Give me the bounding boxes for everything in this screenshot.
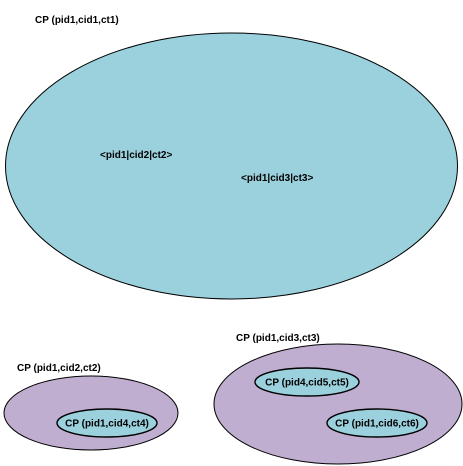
right-cp-label: CP (pid1,cid3,ct3) bbox=[236, 333, 320, 344]
left-cp-child-label: CP (pid1,cid4,ct4) bbox=[65, 419, 149, 430]
top-cp-ellipse bbox=[5, 32, 458, 300]
left-cp-child-ellipse bbox=[56, 408, 158, 438]
right-cp-child-label-1: CP (pid4,cid5,ct5) bbox=[265, 378, 349, 389]
right-cp-child-ellipse-2 bbox=[326, 408, 428, 438]
top-cp-label: CP (pid1,cid1,ct1) bbox=[35, 15, 119, 26]
right-cp-ellipse bbox=[213, 343, 463, 465]
right-cp-child-label-2: CP (pid1,cid6,ct6) bbox=[335, 419, 419, 430]
top-cp-entry-1: <pid1|cid2|ct2> bbox=[100, 150, 172, 161]
top-cp-entry-2: <pid1|cid3|ct3> bbox=[241, 173, 313, 184]
left-cp-label: CP (pid1,cid2,ct2) bbox=[17, 363, 101, 374]
right-cp-child-ellipse-1 bbox=[254, 367, 360, 397]
